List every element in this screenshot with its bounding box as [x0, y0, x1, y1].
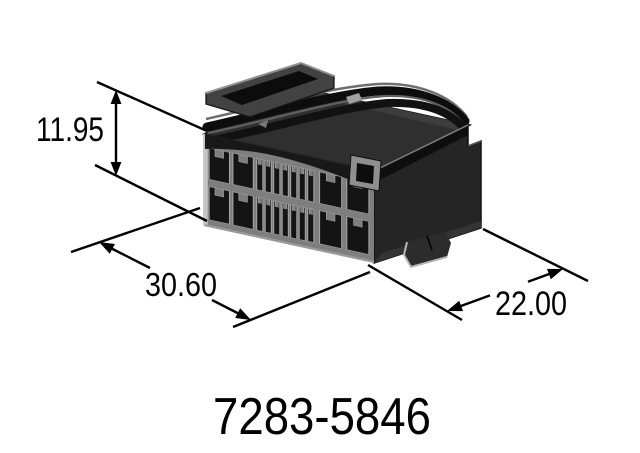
- connector-illustration: [201, 61, 482, 269]
- connector-front-face: [203, 134, 382, 264]
- connector-top-face: [201, 61, 473, 172]
- arrowhead-lower-right: [235, 308, 251, 320]
- dimension-line: [211, 298, 240, 316]
- dimension-height: 11.95: [36, 80, 208, 223]
- lock-slot: [348, 154, 382, 192]
- part-number-label: 7283-5846: [213, 388, 431, 446]
- dimension-width-label: 30.60: [145, 266, 217, 303]
- dimension-depth: 22.00: [367, 227, 589, 323]
- arrowhead-upper-right: [547, 268, 563, 280]
- lock-rim: [205, 61, 335, 118]
- extension-line: [70, 206, 201, 254]
- arrowhead-down: [110, 162, 122, 176]
- side-latch: [402, 232, 451, 269]
- dimension-depth-label: 22.00: [495, 285, 567, 323]
- arrowhead-upper-left: [99, 242, 115, 254]
- extension-line: [96, 80, 208, 133]
- extension-line: [367, 263, 463, 322]
- front-overhang-shadow: [204, 134, 374, 190]
- dimension-height-label: 11.95: [36, 111, 104, 149]
- dimension-width: 30.60: [70, 206, 371, 329]
- dimension-line: [458, 294, 491, 308]
- dimension-line: [527, 272, 552, 283]
- connector-side-face: [373, 123, 482, 269]
- arrowhead-lower-left: [447, 300, 463, 312]
- top-notch: [346, 93, 362, 104]
- dimension-line: [110, 246, 151, 270]
- top-triangle-marker: [258, 120, 268, 128]
- arrowhead-up: [110, 90, 122, 104]
- extension-line: [482, 227, 589, 283]
- extension-line: [232, 270, 371, 329]
